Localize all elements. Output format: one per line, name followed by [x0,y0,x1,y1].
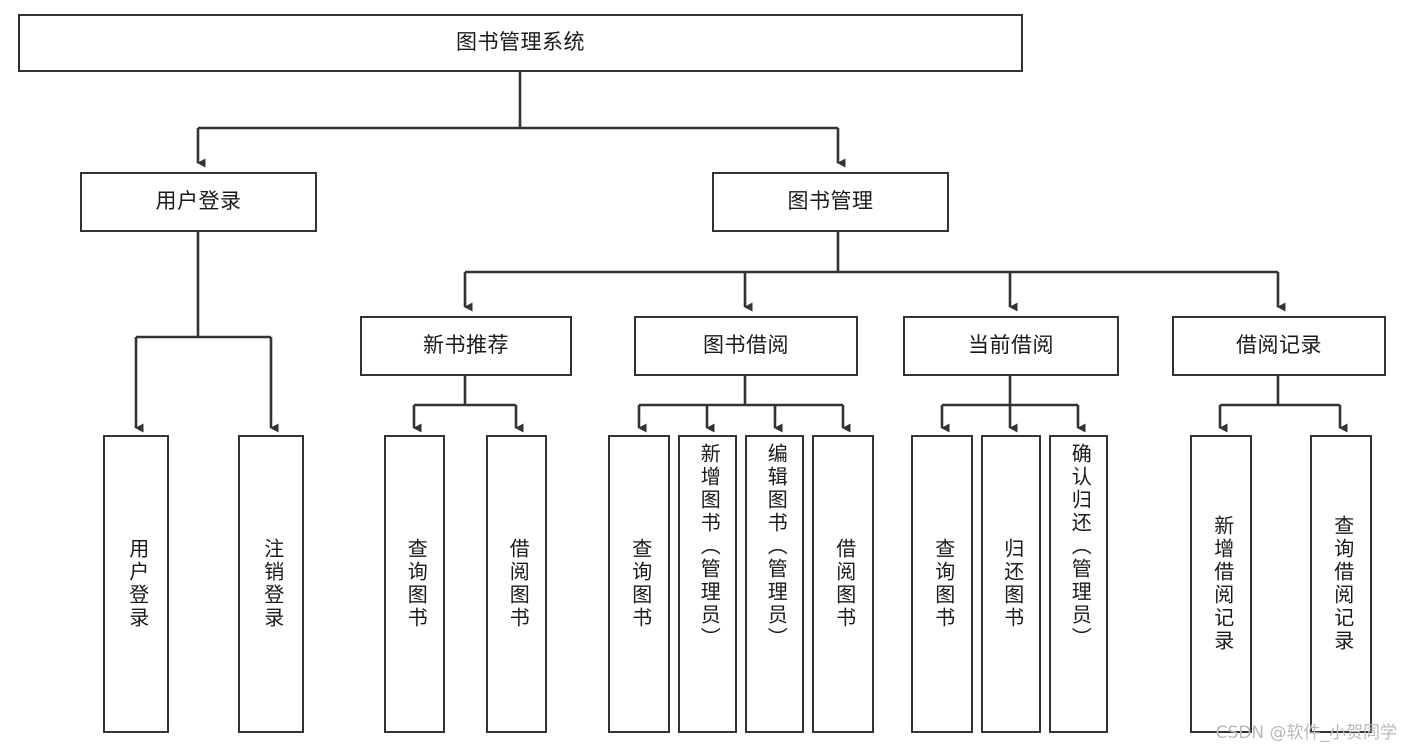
node-leaf-add-book[interactable]: 新增图书（管理员） [678,435,737,733]
node-book-management[interactable]: 图书管理 [712,172,949,232]
node-leaf-edit-book[interactable]: 编辑图书（管理员） [745,435,804,733]
node-leaf-query-book-3[interactable]: 查询图书 [911,435,973,733]
node-borrow-record-label: 借阅记录 [1236,333,1322,357]
node-leaf-logout-login[interactable]: 注销登录 [238,435,304,733]
node-leaf-logout-login-label: 注销登录 [260,538,283,630]
node-borrow-record[interactable]: 借阅记录 [1172,316,1386,376]
node-leaf-add-book-label: 新增图书（管理员） [697,443,720,650]
node-leaf-borrow-book-1[interactable]: 借阅图书 [486,435,547,733]
node-leaf-user-login-label: 用户登录 [125,538,148,630]
node-leaf-add-record[interactable]: 新增借阅记录 [1190,435,1252,733]
node-user-login-label: 用户登录 [155,189,242,213]
node-new-book-recommend[interactable]: 新书推荐 [360,316,572,376]
csdn-watermark: CSDN @软件_小贺同学 [1215,723,1397,743]
node-current-borrow-label: 当前借阅 [968,333,1054,357]
node-book-management-label: 图书管理 [787,189,874,213]
node-leaf-query-book-3-label: 查询图书 [931,538,954,630]
node-leaf-user-login[interactable]: 用户登录 [103,435,169,733]
node-current-borrow[interactable]: 当前借阅 [903,316,1119,376]
node-leaf-add-record-label: 新增借阅记录 [1210,515,1233,653]
node-leaf-edit-book-label: 编辑图书（管理员） [764,443,787,650]
node-leaf-borrow-book-2-label: 借阅图书 [832,538,855,630]
node-leaf-return-book-label: 归还图书 [1000,538,1023,630]
node-book-borrow-label: 图书借阅 [703,333,789,357]
node-leaf-query-book-2[interactable]: 查询图书 [608,435,670,733]
node-root[interactable]: 图书管理系统 [18,14,1023,72]
node-leaf-query-book-1-label: 查询图书 [404,538,427,630]
node-leaf-confirm-return[interactable]: 确认归还（管理员） [1049,435,1108,733]
node-root-label: 图书管理系统 [456,30,585,54]
node-leaf-query-record[interactable]: 查询借阅记录 [1310,435,1372,733]
node-leaf-confirm-return-label: 确认归还（管理员） [1068,443,1091,650]
node-leaf-query-book-1[interactable]: 查询图书 [384,435,445,733]
node-new-book-recommend-label: 新书推荐 [423,333,509,357]
node-leaf-query-record-label: 查询借阅记录 [1330,515,1353,653]
node-user-login[interactable]: 用户登录 [80,172,317,232]
node-leaf-return-book[interactable]: 归还图书 [981,435,1041,733]
node-book-borrow[interactable]: 图书借阅 [634,316,858,376]
node-leaf-borrow-book-2[interactable]: 借阅图书 [812,435,874,733]
node-leaf-query-book-2-label: 查询图书 [628,538,651,630]
node-leaf-borrow-book-1-label: 借阅图书 [506,538,529,630]
